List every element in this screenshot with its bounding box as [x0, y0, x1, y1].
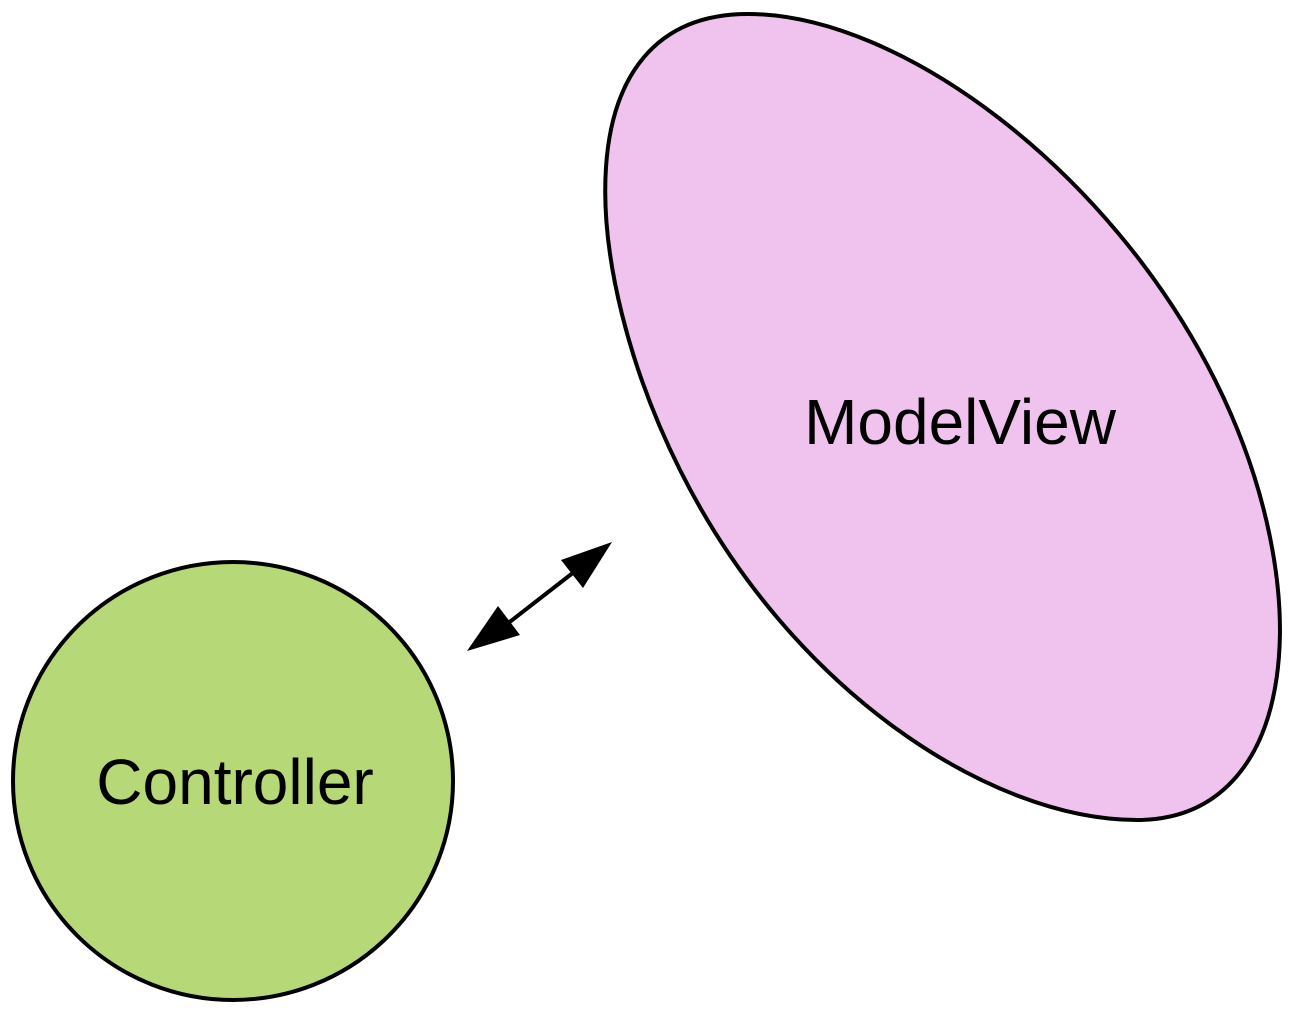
controller-label: Controller [96, 746, 373, 818]
modelview-node[interactable]: ModelView [603, 11, 1282, 823]
controller-shape [11, 560, 455, 1002]
arrowhead-modelview [561, 542, 612, 588]
modelview-label: ModelView [804, 386, 1117, 458]
bidirectional-arrow [467, 542, 612, 651]
modelview-shape [603, 11, 1282, 823]
controller-node[interactable]: Controller [11, 560, 455, 1002]
arrow-shaft [505, 570, 576, 626]
arrowhead-controller [467, 606, 520, 651]
